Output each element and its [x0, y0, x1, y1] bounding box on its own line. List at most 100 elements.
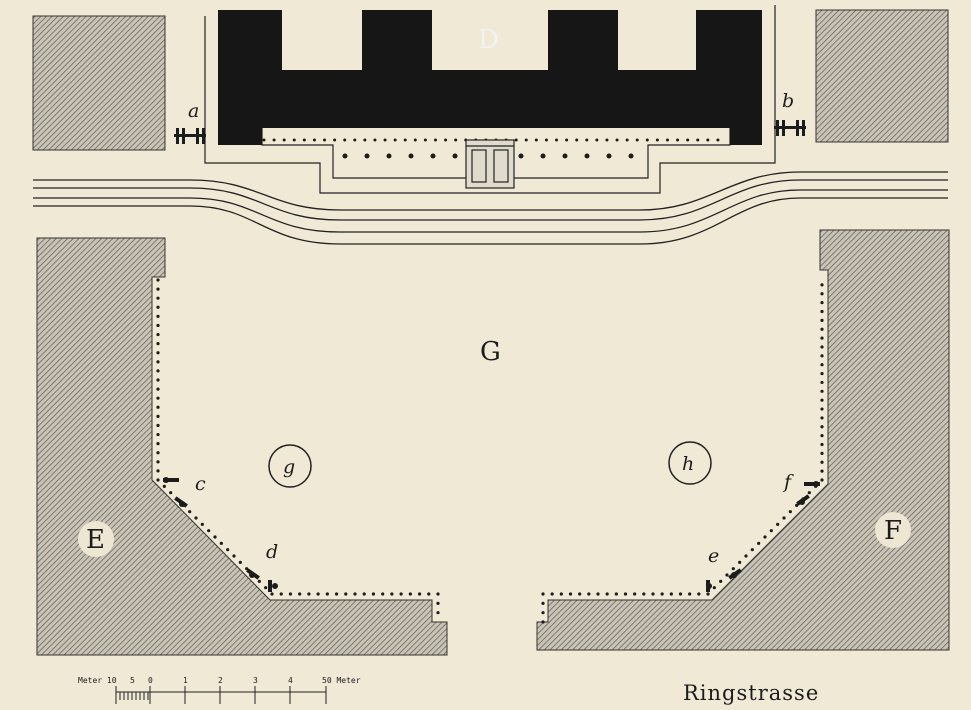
- column-dot: [282, 138, 286, 142]
- column-pier: [364, 153, 370, 159]
- label-d-gate: d: [266, 541, 278, 563]
- column-dot: [585, 138, 589, 142]
- fence-dot: [207, 529, 211, 533]
- fence-dot: [541, 601, 545, 605]
- gate-e: [706, 568, 742, 592]
- fence-dot: [399, 592, 403, 596]
- building-block-e: [36, 237, 448, 656]
- fence-dot: [820, 389, 824, 393]
- label-e-block: E: [86, 525, 105, 555]
- fence-dot: [156, 323, 160, 328]
- column-dot: [292, 138, 296, 142]
- fence-dot: [550, 592, 554, 596]
- column-dot: [262, 138, 266, 142]
- road: [33, 171, 948, 245]
- fence-dot: [719, 579, 723, 583]
- column-pier: [562, 153, 568, 159]
- fence-dot: [219, 541, 223, 545]
- label-c: c: [195, 473, 206, 495]
- fence-dot: [156, 423, 160, 428]
- column-dot: [575, 138, 579, 142]
- gate-c: [163, 477, 188, 508]
- column-pier: [452, 153, 458, 159]
- fence-dot: [807, 491, 811, 495]
- circle-h: [668, 441, 712, 485]
- building-block-top-right: [815, 9, 949, 143]
- fence-dot: [731, 567, 735, 571]
- label-g-square: G: [480, 337, 501, 367]
- column-dot: [353, 138, 357, 142]
- column-dot: [383, 138, 387, 142]
- fence-dot: [750, 548, 754, 552]
- column-dot: [454, 138, 458, 142]
- fence-dot: [541, 620, 545, 624]
- fence-dot: [541, 592, 545, 596]
- fence-dot: [156, 296, 160, 300]
- scale-tick-label-3: 1: [183, 676, 188, 685]
- fence-dot: [156, 351, 160, 355]
- fence-dot: [200, 522, 204, 526]
- fence-dot: [820, 416, 824, 420]
- column-dot: [665, 138, 669, 142]
- column-dot: [302, 138, 306, 142]
- column-dot: [363, 138, 367, 142]
- column-dot: [524, 138, 528, 142]
- fence-dot: [605, 592, 609, 596]
- fence-dot: [820, 434, 824, 438]
- lot-outline-d: [204, 5, 776, 194]
- column-dot: [625, 138, 629, 142]
- fence-dot: [820, 354, 824, 358]
- fence-dot: [245, 567, 249, 571]
- fence-dot: [156, 460, 160, 464]
- label-a: a: [188, 100, 199, 122]
- fence-dot: [270, 592, 274, 596]
- circle-g: [268, 444, 312, 488]
- column-pier: [540, 153, 546, 159]
- fence-dot: [344, 592, 348, 596]
- fence-dot: [738, 560, 742, 564]
- column-dot: [686, 138, 690, 142]
- fence-dot: [820, 442, 824, 447]
- column-dot: [595, 138, 599, 142]
- fence-dot: [436, 592, 440, 596]
- fence-dot: [156, 287, 160, 291]
- fence-dot: [156, 360, 160, 364]
- label-b: b: [782, 90, 794, 112]
- column-dot: [655, 138, 659, 142]
- gate-b: [774, 120, 806, 136]
- column-dot: [544, 138, 548, 142]
- column-pier: [518, 153, 524, 159]
- fence-dot: [316, 592, 320, 596]
- fence-dot: [820, 292, 824, 296]
- fence-dot: [156, 405, 160, 409]
- column-dot: [555, 138, 559, 142]
- main-building-d: [218, 10, 762, 145]
- fence-dot: [820, 425, 824, 429]
- label-f: f: [782, 471, 794, 493]
- fence-dot: [820, 336, 824, 340]
- fence-dot: [712, 586, 716, 590]
- fence-dot: [706, 592, 710, 596]
- fence-dot: [325, 592, 329, 596]
- fence-dot: [820, 371, 824, 376]
- fence-dot: [188, 510, 192, 514]
- column-dot: [605, 138, 609, 142]
- fence-dot: [541, 611, 545, 615]
- fence-dot: [820, 469, 824, 473]
- fence-dot: [776, 522, 780, 526]
- fence-dot: [427, 592, 431, 596]
- scale-tick-label-4: 2: [218, 676, 223, 685]
- label-circle-g: g: [283, 456, 295, 478]
- fence-dot: [587, 592, 591, 596]
- column-dot: [444, 138, 448, 142]
- fence-dot: [578, 592, 582, 596]
- column-dot: [645, 138, 649, 142]
- fence-dot: [156, 332, 160, 337]
- fence-dot: [820, 301, 824, 305]
- portico: [465, 139, 515, 189]
- fence-dot: [820, 380, 824, 385]
- badge-e: [78, 521, 114, 557]
- fence-dot: [744, 554, 748, 558]
- fence-dot: [194, 516, 198, 520]
